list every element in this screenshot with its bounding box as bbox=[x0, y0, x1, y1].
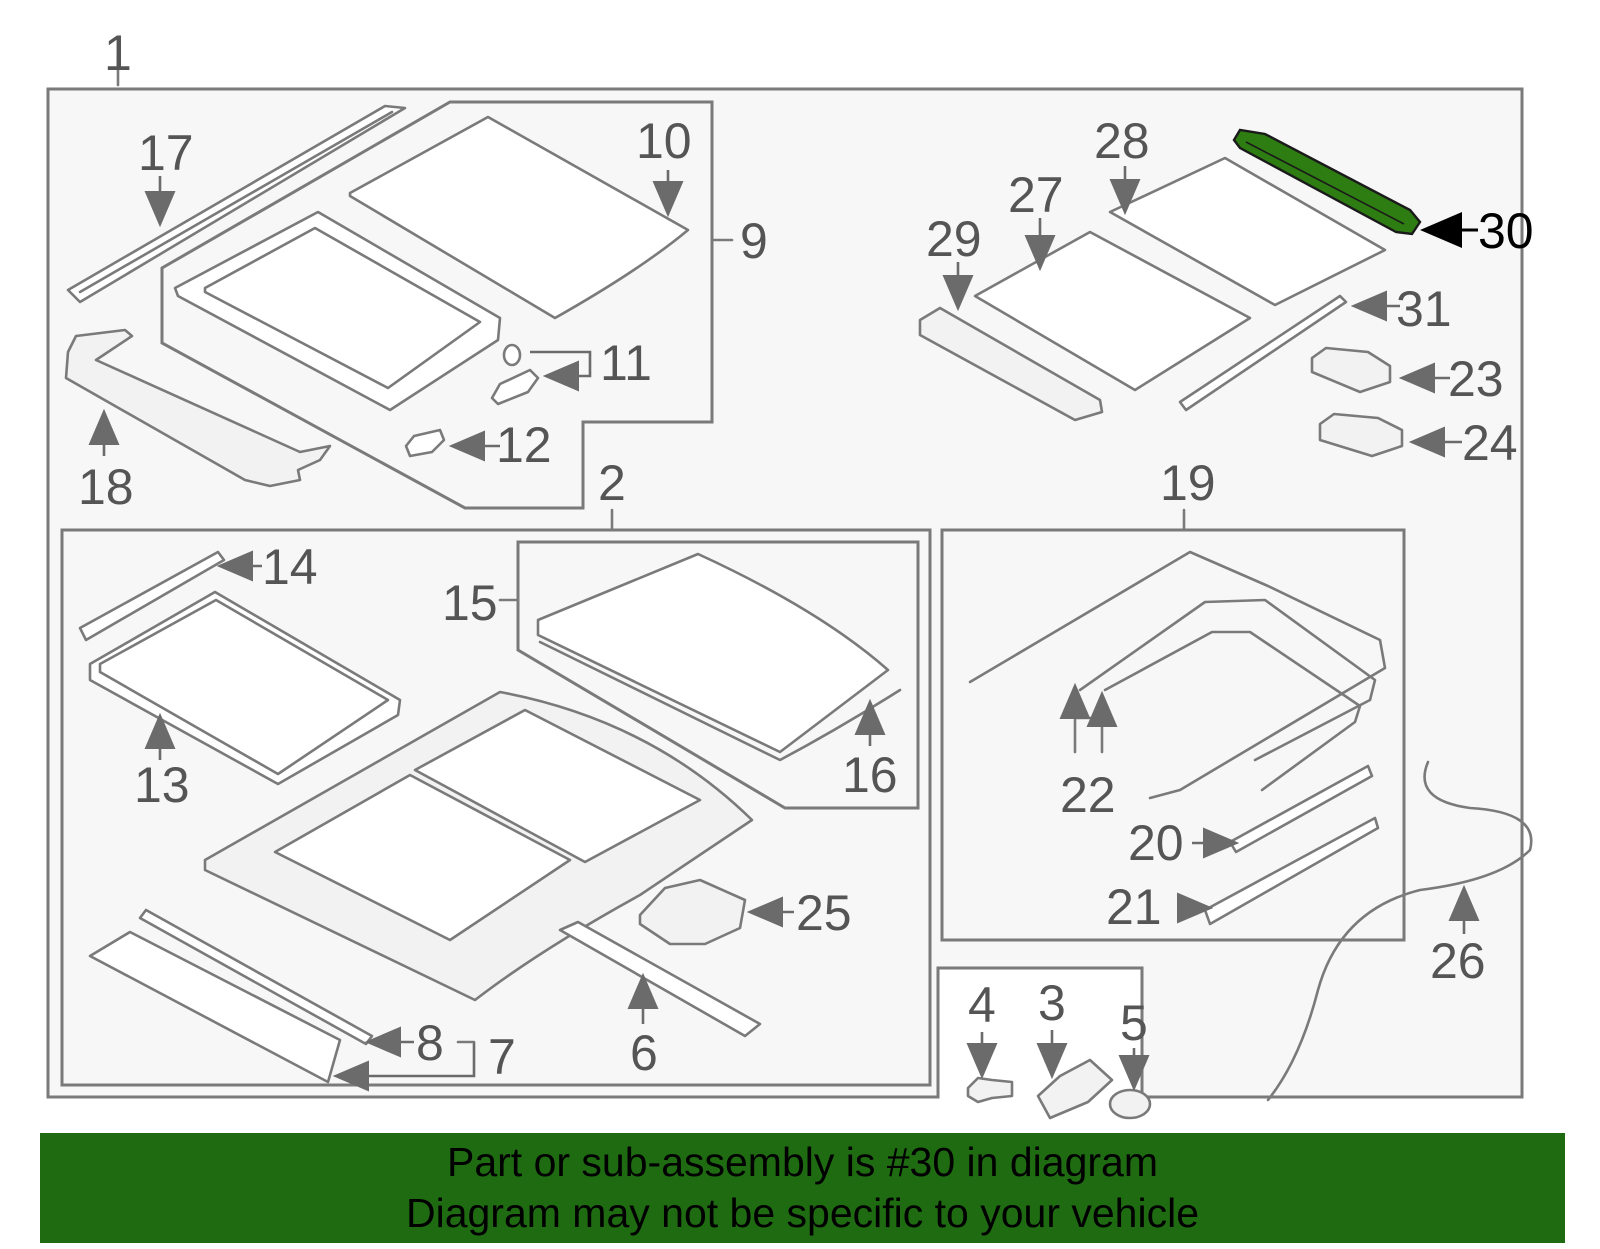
callout-9: 9 bbox=[740, 213, 768, 269]
group-2-box bbox=[60, 528, 932, 1087]
part-13-seal-inner bbox=[98, 598, 390, 776]
callout-1: 1 bbox=[104, 25, 132, 81]
part-26-harness bbox=[1266, 760, 1533, 1102]
part-7-glass bbox=[88, 930, 342, 1084]
group-19-box bbox=[940, 528, 1406, 942]
group-15-box bbox=[516, 540, 920, 810]
callout-7: 7 bbox=[488, 1029, 516, 1085]
part-4-bolt bbox=[966, 1076, 1014, 1104]
footer-banner: Part or sub-assembly is #30 in diagram D… bbox=[40, 1133, 1565, 1243]
callout-7-leader bbox=[332, 1042, 476, 1092]
callout-25: 25 bbox=[796, 885, 852, 941]
callout-12: 12 bbox=[496, 417, 552, 473]
callout-10: 10 bbox=[636, 113, 692, 169]
callout-26: 26 bbox=[1430, 933, 1486, 989]
part-6-bar bbox=[558, 920, 762, 1038]
part-5-nut bbox=[1108, 1088, 1152, 1120]
footer-line-1: Part or sub-assembly is #30 in diagram bbox=[447, 1139, 1158, 1185]
group-9-box bbox=[160, 100, 714, 510]
callout-4: 4 bbox=[968, 977, 996, 1033]
callout-16: 16 bbox=[842, 747, 898, 803]
part-12-block bbox=[404, 428, 446, 458]
callout-23: 23 bbox=[1448, 351, 1504, 407]
part-31-rail bbox=[1178, 294, 1348, 412]
callout-2: 2 bbox=[598, 455, 626, 511]
callout-14: 14 bbox=[262, 539, 318, 595]
callout-6: 6 bbox=[630, 1025, 658, 1081]
callout-20: 20 bbox=[1128, 815, 1184, 871]
callout-11: 11 bbox=[600, 335, 652, 391]
part-9-frame-inner bbox=[203, 226, 482, 390]
callout-21: 21 bbox=[1106, 879, 1162, 935]
callout-19: 19 bbox=[1160, 455, 1216, 511]
part-17-strip bbox=[66, 104, 407, 304]
callout-30: 30 bbox=[1478, 203, 1534, 259]
callout-5: 5 bbox=[1120, 995, 1148, 1051]
part-11-bracket bbox=[490, 368, 540, 406]
part-19-frame-outer bbox=[968, 550, 1387, 800]
part-17-inner bbox=[78, 110, 394, 294]
part-18-deflector bbox=[64, 328, 332, 488]
callout-15: 15 bbox=[442, 575, 498, 631]
part-25-bracket bbox=[638, 878, 747, 946]
part-28-shade bbox=[1108, 156, 1387, 307]
footer-line-2: Diagram may not be specific to your vehi… bbox=[405, 1190, 1199, 1236]
callout-18: 18 bbox=[78, 459, 134, 515]
part-11-clip bbox=[502, 343, 522, 367]
part-29-rail bbox=[918, 306, 1104, 422]
part-2-opening-rear bbox=[413, 708, 702, 864]
part-10-glass bbox=[348, 115, 690, 320]
part-15-glass bbox=[536, 552, 890, 754]
callout-8: 8 bbox=[416, 1015, 444, 1071]
callout-31: 31 bbox=[1396, 281, 1452, 337]
callout-28: 28 bbox=[1094, 113, 1150, 169]
part-30-edge bbox=[1245, 141, 1405, 225]
part-19-frame-loop bbox=[1103, 630, 1362, 792]
callout-27: 27 bbox=[1008, 167, 1064, 223]
part-13-seal bbox=[88, 590, 402, 786]
part-23-motor bbox=[1310, 346, 1392, 394]
part-3-bracket bbox=[1036, 1058, 1114, 1120]
callout-22: 22 bbox=[1060, 767, 1116, 823]
callout-29: 29 bbox=[926, 211, 982, 267]
callout-11-leader bbox=[530, 350, 592, 392]
callout-13: 13 bbox=[134, 757, 190, 813]
callout-24: 24 bbox=[1462, 415, 1518, 471]
part-2-opening-front bbox=[273, 773, 572, 942]
part-19-frame-inner bbox=[1078, 598, 1377, 762]
callout-17: 17 bbox=[138, 125, 194, 181]
callout-3: 3 bbox=[1038, 975, 1066, 1031]
part-24-motor bbox=[1318, 412, 1404, 458]
